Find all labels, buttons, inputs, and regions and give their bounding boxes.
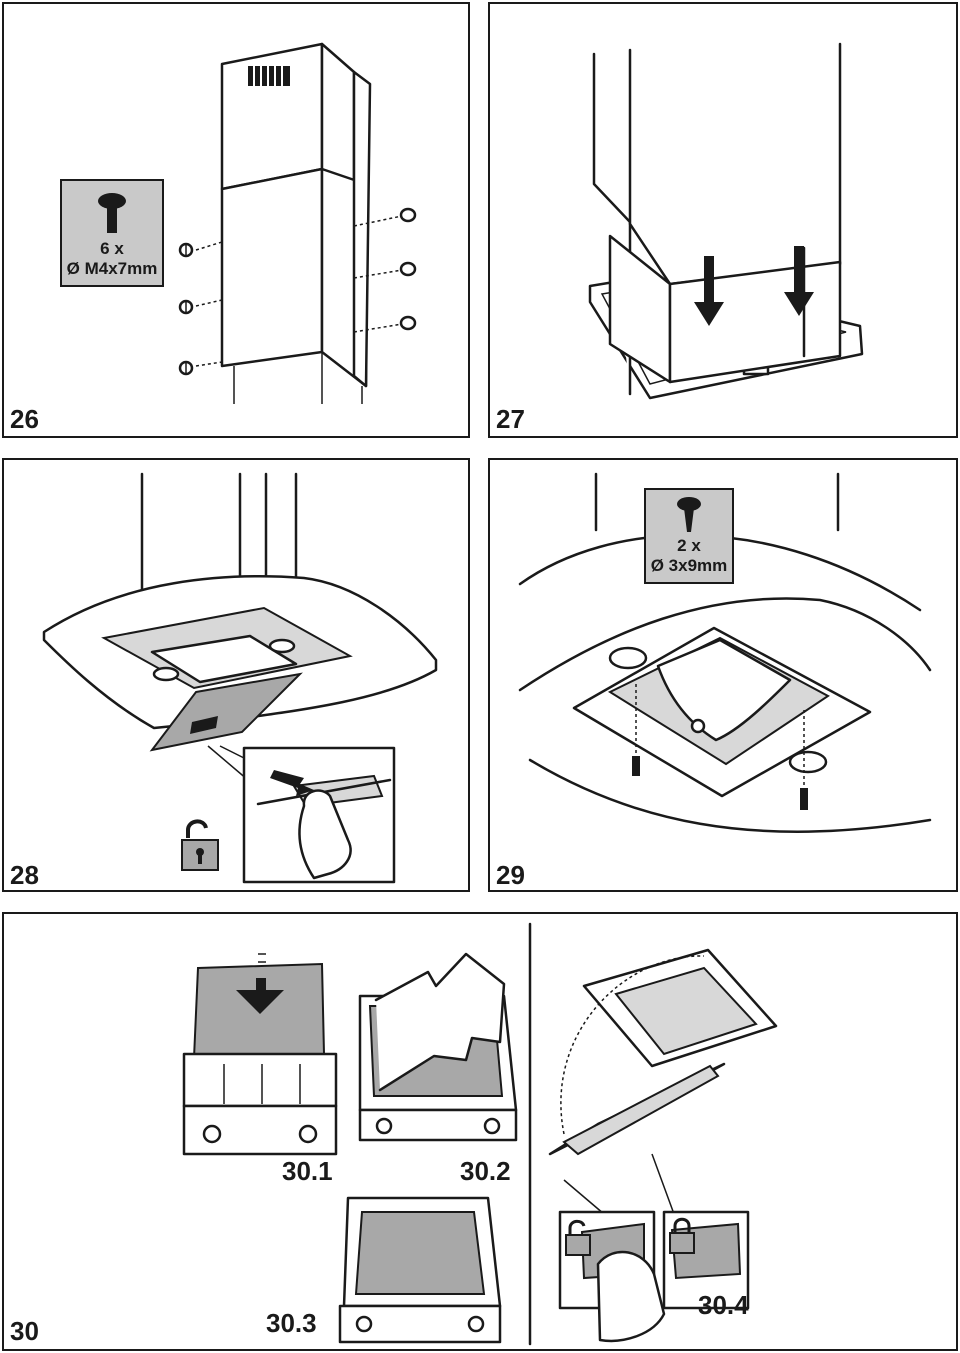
screw-icon xyxy=(632,756,808,810)
substep-30-4-illustration xyxy=(548,948,778,1343)
padlock-open-icon xyxy=(565,1219,591,1256)
substep-30-3-illustration xyxy=(338,1196,502,1344)
screw-icon xyxy=(677,497,701,532)
screw-icon xyxy=(353,207,417,333)
hand-icon xyxy=(596,1250,666,1343)
substep-label-30-3: 30.3 xyxy=(266,1308,317,1338)
panel-step-27: 27 xyxy=(488,2,958,438)
substep-label-30-4: 30.4 xyxy=(698,1290,749,1320)
step-number: 29 xyxy=(496,860,525,890)
padlock-open-icon xyxy=(181,819,219,871)
panel-step-30: 30.1 30.2 30.3 30.4 30 xyxy=(2,912,958,1351)
step-number: 28 xyxy=(10,860,39,890)
chimney-assembly-illustration xyxy=(178,42,417,404)
chimney-lowering-illustration xyxy=(588,42,864,400)
screw-count: 2 x xyxy=(677,536,701,555)
screw-count: 6 x xyxy=(100,239,124,258)
filter-replacement-illustration xyxy=(182,922,778,1346)
arrow-down-icon xyxy=(694,246,814,326)
substep-label-30-1: 30.1 xyxy=(282,1156,333,1186)
screw-callout-29: 2 x Ø 3x9mm xyxy=(644,488,734,584)
step-number: 26 xyxy=(10,404,39,434)
screw-dimension: Ø 3x9mm xyxy=(650,556,728,575)
substep-30-2-illustration xyxy=(358,952,518,1142)
panel-step-28: 28 xyxy=(2,458,470,892)
hand-icon xyxy=(298,789,352,880)
step-number: 30 xyxy=(10,1316,39,1346)
screw-icon xyxy=(178,241,223,376)
substep-label-30-2: 30.2 xyxy=(460,1156,511,1186)
step-number: 27 xyxy=(496,404,525,434)
panel-step-29: 2 x Ø 3x9mm 29 xyxy=(488,458,958,892)
grease-filter-removal-illustration xyxy=(42,472,438,884)
screw-dimension: Ø M4x7mm xyxy=(66,259,158,278)
screw-callout-26: 6 x Ø M4x7mm xyxy=(60,179,164,287)
padlock-closed-icon xyxy=(669,1217,695,1254)
panel-step-26: 6 x Ø M4x7mm 26 xyxy=(2,2,470,438)
substep-30-1-illustration xyxy=(182,953,338,1156)
screw-icon xyxy=(98,193,126,233)
